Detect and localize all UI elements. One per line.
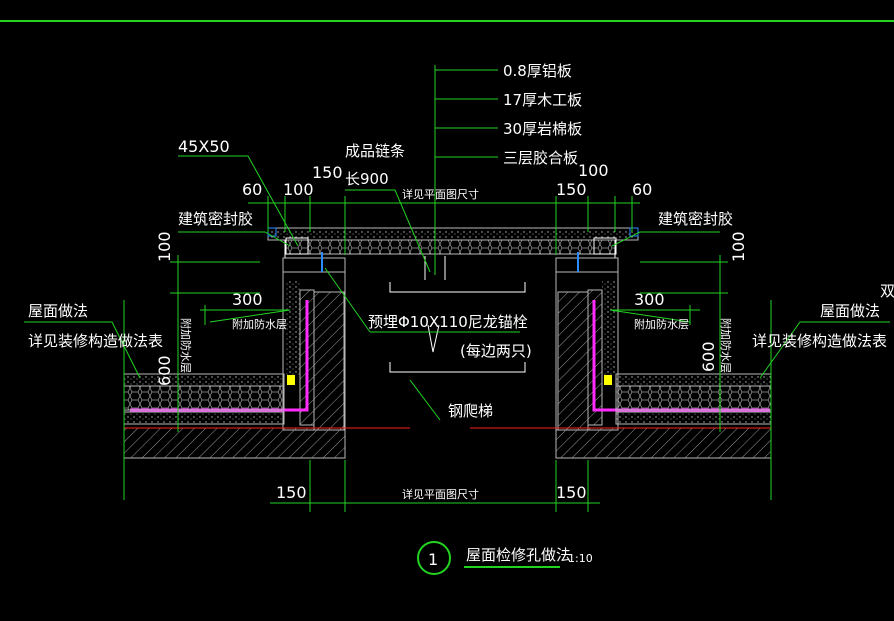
label-chain-length: 长900 bbox=[345, 170, 389, 188]
hatch-cover bbox=[267, 227, 639, 258]
dim-150-left: 150 bbox=[312, 163, 343, 182]
label-vert-waterproof-left: 附加防水层 bbox=[179, 318, 193, 373]
title-scale: 1:10 bbox=[568, 552, 593, 565]
dim-60-right: 60 bbox=[632, 180, 652, 199]
title-circle bbox=[417, 541, 451, 575]
dim-100-left: 100 bbox=[283, 180, 314, 199]
label-anchor-note: (每边两只) bbox=[460, 342, 532, 360]
title-number: 1 bbox=[428, 550, 438, 569]
anchor-bolts bbox=[321, 252, 579, 272]
label-sealant-left: 建筑密封胶 bbox=[178, 210, 253, 228]
label-right-edge: 双 bbox=[880, 282, 894, 300]
dim-100-vert-right: 100 bbox=[729, 231, 748, 262]
dim-100-right: 100 bbox=[578, 161, 609, 180]
label-anchor: 预埋Φ10X110尼龙锚栓 bbox=[368, 313, 528, 331]
right-curb bbox=[555, 257, 770, 431]
dim-600-right: 600 bbox=[699, 341, 718, 372]
label-plan-dim-bottom: 详见平面图尺寸 bbox=[402, 487, 479, 501]
label-45x50: 45X50 bbox=[178, 137, 230, 156]
layer-label-2: 17厚木工板 bbox=[503, 91, 582, 109]
label-roof-right-ref: 详见装修构造做法表 bbox=[752, 332, 887, 350]
dim-600-left: 600 bbox=[155, 355, 174, 386]
dim-100-vert-left: 100 bbox=[155, 231, 174, 262]
label-sealant-right: 建筑密封胶 bbox=[658, 210, 733, 228]
dim-300-left: 300 bbox=[232, 290, 263, 309]
label-extra-waterproof-left: 附加防水层 bbox=[232, 317, 287, 331]
layer-label-1: 0.8厚铝板 bbox=[503, 62, 572, 80]
label-roof-left: 屋面做法 bbox=[28, 302, 88, 320]
label-extra-waterproof-right: 附加防水层 bbox=[634, 317, 689, 331]
dim-150-right: 150 bbox=[556, 180, 587, 199]
label-vert-waterproof-right: 附加防水层 bbox=[719, 318, 733, 373]
dim-300-right: 300 bbox=[634, 290, 665, 309]
layer-label-4: 三层胶合板 bbox=[503, 149, 578, 167]
label-ladder: 钢爬梯 bbox=[448, 402, 493, 420]
title-text: 屋面检修孔做法 bbox=[466, 546, 571, 564]
dim-60-left: 60 bbox=[242, 180, 262, 199]
top-border bbox=[0, 0, 894, 22]
label-plan-dim-top: 详见平面图尺寸 bbox=[402, 187, 479, 201]
label-chain: 成品链条 bbox=[345, 142, 405, 160]
label-roof-right: 屋面做法 bbox=[820, 302, 880, 320]
dim-150-bottom-right: 150 bbox=[556, 483, 587, 502]
leader-lines bbox=[24, 65, 890, 421]
layer-label-3: 30厚岩棉板 bbox=[503, 120, 582, 138]
steel-ladder bbox=[389, 256, 526, 373]
dim-150-bottom-left: 150 bbox=[276, 483, 307, 502]
title-block: 1 屋面检修孔做法 1:10 bbox=[417, 541, 593, 575]
label-roof-left-ref: 详见装修构造做法表 bbox=[28, 332, 163, 350]
dimension-lines bbox=[123, 196, 772, 512]
